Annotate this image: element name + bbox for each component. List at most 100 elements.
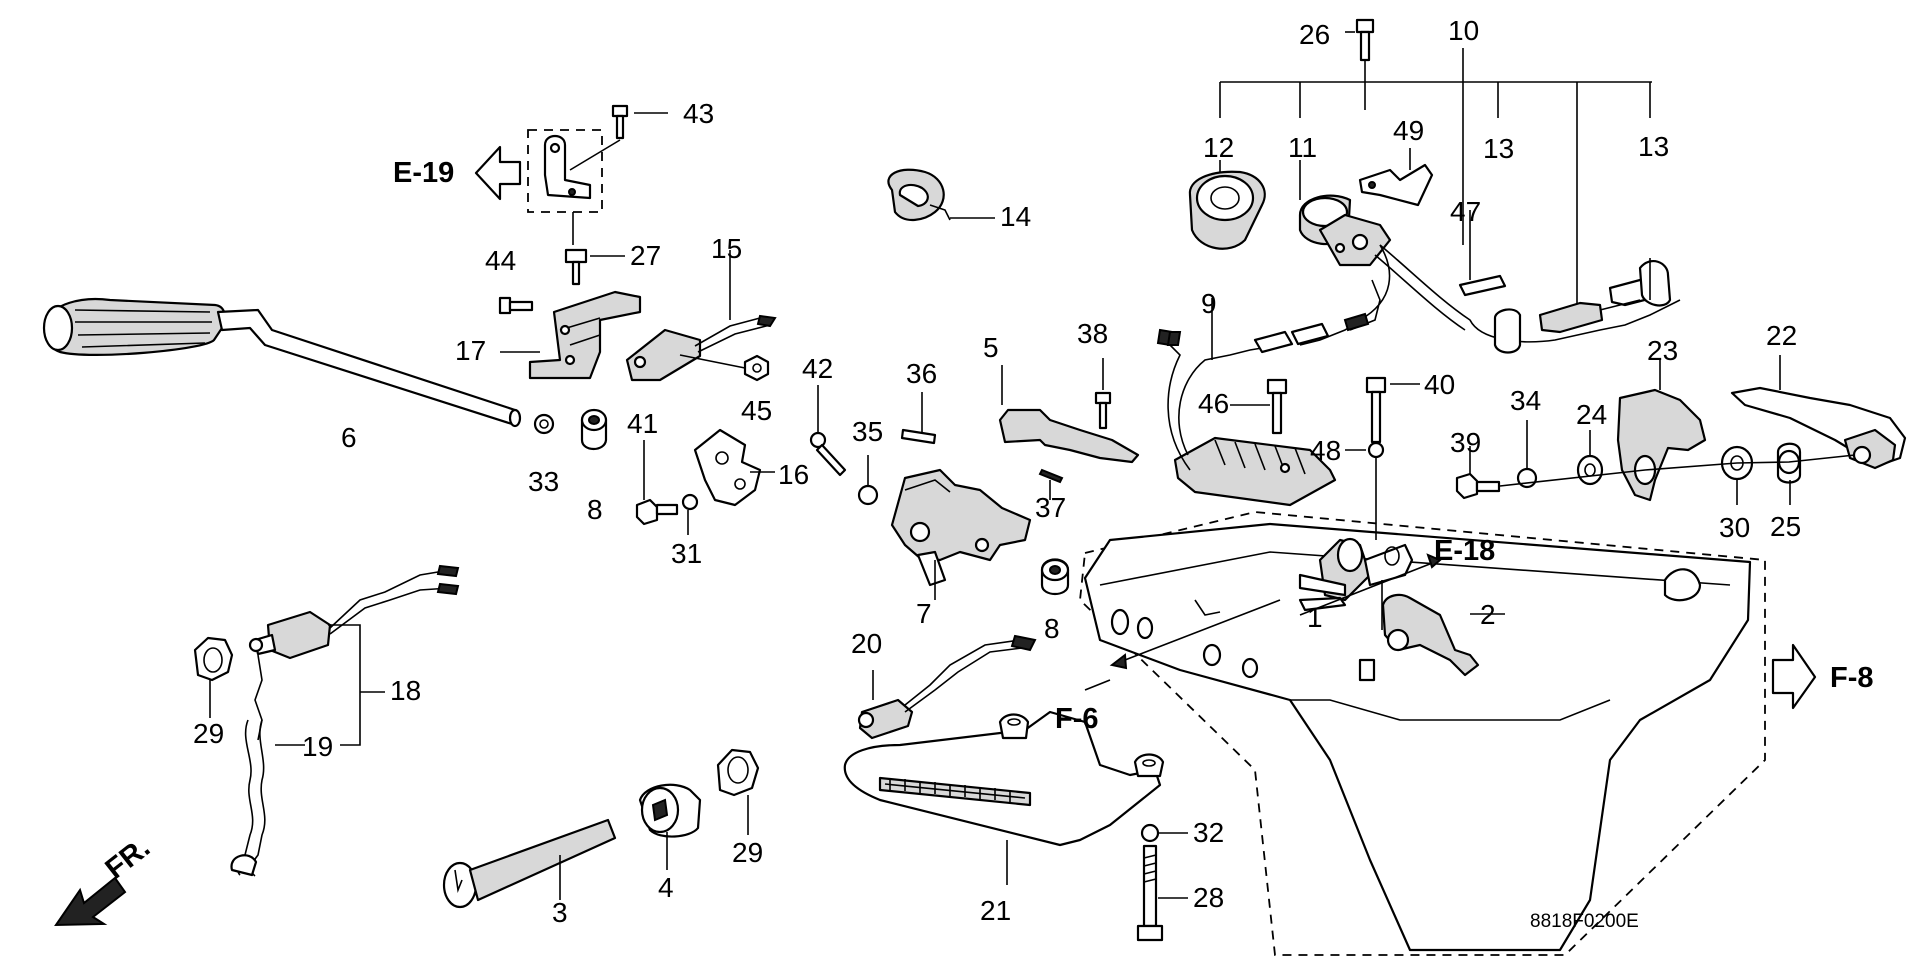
callout-42: 42 <box>802 353 833 384</box>
control-knob-1[interactable] <box>1298 537 1414 612</box>
bolt-43[interactable] <box>611 104 629 140</box>
ref-e19[interactable]: E-19 <box>393 157 454 189</box>
callout-8-left: 8 <box>587 494 603 525</box>
callout-34: 34 <box>1510 385 1541 416</box>
callout-18: 18 <box>390 675 421 706</box>
lever-22[interactable] <box>1730 386 1907 470</box>
bolt-26[interactable] <box>1355 18 1375 62</box>
bolt-28[interactable] <box>1136 844 1164 942</box>
pin-37[interactable] <box>1038 468 1064 484</box>
callout-9: 9 <box>1201 288 1217 319</box>
callout-16: 16 <box>778 459 809 490</box>
callout-11: 11 <box>1288 132 1317 163</box>
lever-7[interactable] <box>890 468 1032 587</box>
bolt-27[interactable] <box>564 248 588 286</box>
bushing-25[interactable] <box>1776 442 1802 484</box>
callout-7: 7 <box>916 598 932 629</box>
callout-25: 25 <box>1770 511 1801 542</box>
switch-15[interactable] <box>625 314 777 382</box>
screw-38[interactable] <box>1094 391 1112 430</box>
front-direction-arrow <box>54 876 127 927</box>
hose-clamp-14[interactable] <box>887 168 951 221</box>
bushing-8-center[interactable] <box>1040 558 1070 596</box>
bolt-46[interactable] <box>1266 378 1288 435</box>
callout-19: 19 <box>302 731 333 762</box>
callout-3: 3 <box>552 897 568 928</box>
callout-6: 6 <box>341 422 357 453</box>
callout-47: 47 <box>1450 196 1481 227</box>
fuse-47[interactable] <box>1458 274 1507 297</box>
callout-37: 37 <box>1035 492 1066 523</box>
carry-handle-21[interactable] <box>843 710 1165 847</box>
ref-f6[interactable]: F-6 <box>1055 703 1099 735</box>
callout-28: 28 <box>1193 882 1224 913</box>
stop-switch-3[interactable] <box>442 818 617 909</box>
bolt-42[interactable] <box>809 431 847 477</box>
ref-f8[interactable]: F-8 <box>1830 662 1874 694</box>
f8-arrow <box>1771 643 1817 710</box>
callout-40: 40 <box>1424 369 1455 400</box>
callout-21: 21 <box>980 895 1011 926</box>
plug-4[interactable] <box>638 783 702 838</box>
callout-20: 20 <box>851 628 882 659</box>
callout-2: 2 <box>1480 599 1496 630</box>
callout-44: 44 <box>485 245 516 276</box>
bracket-clip[interactable] <box>543 134 592 200</box>
callout-45: 45 <box>741 395 772 426</box>
washer-33[interactable] <box>533 413 555 435</box>
callout-41: 41 <box>627 408 658 439</box>
plate-5[interactable] <box>998 408 1140 464</box>
callout-35: 35 <box>852 416 883 447</box>
front-label: FR. <box>100 832 157 886</box>
tiller-handle[interactable] <box>42 298 522 428</box>
lever-23[interactable] <box>1616 388 1707 502</box>
nut-29-left[interactable] <box>193 636 234 682</box>
switch-11[interactable] <box>1298 194 1392 267</box>
callout-24: 24 <box>1576 399 1607 430</box>
screw-44[interactable] <box>498 296 534 315</box>
callout-17: 17 <box>455 335 486 366</box>
bottom-cover[interactable] <box>1083 522 1752 952</box>
callout-48: 48 <box>1310 435 1341 466</box>
callout-31: 31 <box>671 538 702 569</box>
bottom-cover-group <box>1079 511 1766 956</box>
pin-36[interactable] <box>900 428 937 445</box>
washer-48[interactable] <box>1367 441 1385 459</box>
regulator-9[interactable] <box>1156 322 1337 507</box>
ref-e18[interactable]: E-18 <box>1434 535 1495 567</box>
lanyard-19[interactable] <box>230 654 266 877</box>
plate-16[interactable] <box>693 428 762 507</box>
callout-29-left: 29 <box>193 718 224 749</box>
callout-33: 33 <box>528 466 559 497</box>
e19-arrow <box>474 145 522 201</box>
callout-43: 43 <box>683 98 714 129</box>
washer-31[interactable] <box>681 493 699 511</box>
switch-18[interactable] <box>248 564 460 660</box>
callout-29-right: 29 <box>732 837 763 868</box>
callout-13-b: 13 <box>1638 131 1669 162</box>
bracket-17[interactable] <box>528 290 642 380</box>
callout-26: 26 <box>1299 19 1330 50</box>
knob-2[interactable] <box>1381 593 1480 677</box>
washer-32[interactable] <box>1140 823 1160 843</box>
callout-1: 1 <box>1307 602 1323 633</box>
bolt-39[interactable] <box>1455 472 1501 500</box>
callout-4: 4 <box>658 872 674 903</box>
diagram-code: 8818F0200E <box>1530 911 1639 932</box>
sensor-20[interactable] <box>857 634 1037 740</box>
callout-46: 46 <box>1198 388 1229 419</box>
switch-housing-12[interactable] <box>1188 170 1266 250</box>
bushing-8-left[interactable] <box>580 408 608 451</box>
washer-24[interactable] <box>1576 454 1604 486</box>
callout-10: 10 <box>1448 15 1479 46</box>
washer-35[interactable] <box>857 484 879 506</box>
callout-49: 49 <box>1393 115 1424 146</box>
callout-32: 32 <box>1193 817 1224 848</box>
bracket-49[interactable] <box>1358 163 1434 207</box>
bolt-41[interactable] <box>635 498 679 526</box>
nut-45[interactable] <box>743 354 770 382</box>
callout-38: 38 <box>1077 318 1108 349</box>
bolt-40[interactable] <box>1365 376 1387 444</box>
nut-29-right[interactable] <box>716 748 760 797</box>
